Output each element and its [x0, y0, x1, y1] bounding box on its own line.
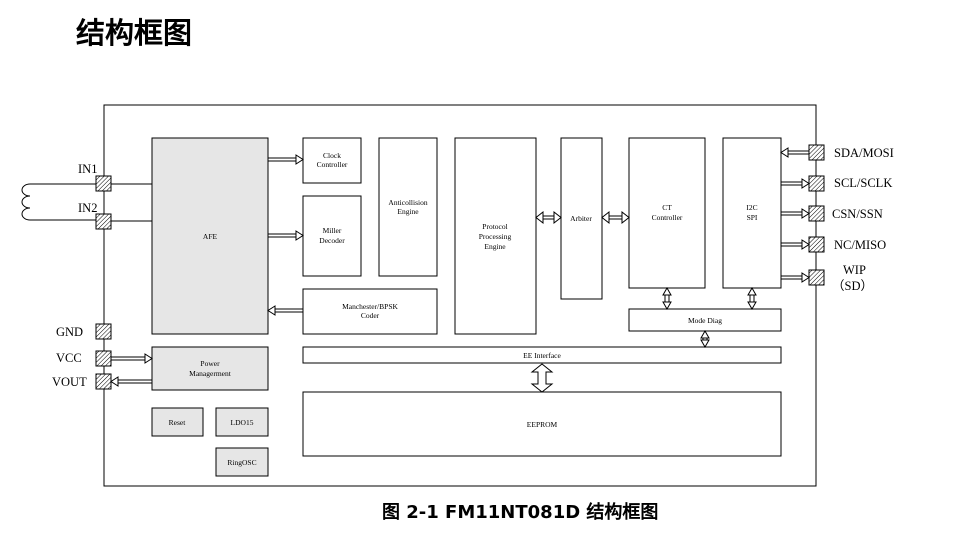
- pin-label-in1: IN1: [78, 162, 97, 176]
- pin-pad-wip: [808, 269, 825, 286]
- protocol-label-2: Processing: [479, 232, 512, 241]
- reset-block: [151, 407, 204, 437]
- pin-pad-nc: [808, 236, 825, 253]
- arrow-afe-to-miller: [268, 230, 304, 241]
- arrow-i2c-mode-diag: [747, 286, 757, 311]
- pin-pad-gnd: [95, 323, 112, 340]
- chip-outline: [103, 104, 817, 487]
- protocol-engine-block: [454, 137, 537, 335]
- afe-block: [151, 137, 269, 335]
- protocol-label-3: Engine: [484, 242, 506, 251]
- i2c-spi-block: [722, 137, 782, 289]
- miller-label-2: Decoder: [319, 236, 345, 245]
- miller-label-1: Miller: [323, 226, 342, 235]
- arrow-protocol-arbiter: [535, 210, 562, 225]
- arrow-scl-i2c: [781, 178, 810, 189]
- pin-pad-csn: [808, 205, 825, 222]
- anticollision-label-1: Anticollision: [388, 198, 427, 207]
- manchester-label-2: Coder: [361, 311, 380, 320]
- ee-interface-block: [302, 346, 782, 364]
- reset-label: Reset: [169, 418, 187, 427]
- pin-pad-sda: [808, 144, 825, 161]
- mode-diag-label: Mode Diag: [688, 316, 722, 325]
- manchester-coder-block: [302, 288, 438, 335]
- arrow-csn-i2c: [781, 208, 810, 219]
- clock-label-2: Controller: [317, 160, 348, 169]
- pin-label-scl: SCL/SCLK: [834, 176, 892, 190]
- i2c-label-1: I2C: [746, 203, 757, 212]
- arbiter-label: Arbiter: [570, 214, 592, 223]
- anticollision-engine-block: [378, 137, 438, 277]
- antenna-coil: [21, 183, 104, 221]
- pin-pad-in2: [95, 213, 112, 230]
- protocol-label-1: Protocol: [482, 222, 507, 231]
- pin-label-vout: VOUT: [52, 375, 87, 389]
- pin-pad-vcc: [95, 350, 112, 367]
- afe-label: AFE: [203, 232, 218, 241]
- ee-interface-label: EE Interface: [523, 351, 561, 360]
- ct-label-2: Controller: [652, 213, 683, 222]
- anticollision-label-2: Engine: [397, 207, 419, 216]
- ringosc-label: RingOSC: [227, 458, 256, 467]
- ldo15-label: LDO15: [231, 418, 254, 427]
- ldo15-block: [215, 407, 269, 437]
- pin-label-wip-sub: （SD）: [832, 279, 873, 293]
- pin-pad-in1: [95, 175, 112, 192]
- arrow-i2c-sda: [780, 147, 809, 158]
- power-management-block: [151, 346, 269, 391]
- arrow-power-vout: [110, 376, 152, 387]
- pin-label-vcc: VCC: [56, 351, 82, 365]
- power-label-2: Managerment: [189, 369, 232, 378]
- pin-label-gnd: GND: [56, 325, 83, 339]
- figure-caption: 图 2-1 FM11NT081D 结构框图: [382, 502, 659, 523]
- arrow-nc-i2c: [781, 239, 810, 250]
- pin-label-in2: IN2: [78, 201, 97, 215]
- pin-pad-scl: [808, 175, 825, 192]
- ringosc-block: [215, 447, 269, 477]
- ct-label-1: CT: [662, 203, 672, 212]
- arrow-arbiter-ct: [601, 210, 630, 225]
- pin-pad-vout: [95, 373, 112, 390]
- arrow-i2c-wip: [781, 272, 810, 283]
- arbiter-block: [560, 137, 603, 300]
- eeprom-label: EEPROM: [527, 420, 558, 429]
- arrow-manchester-to-afe: [267, 305, 303, 316]
- pin-label-wip: WIP: [843, 263, 866, 277]
- pin-label-sda: SDA/MOSI: [834, 146, 894, 160]
- clock-label-1: Clock: [323, 151, 341, 160]
- clock-controller-block: [302, 137, 362, 184]
- arrow-ct-mode-diag: [662, 286, 672, 311]
- power-label-1: Power: [200, 359, 220, 368]
- manchester-label-1: Manchester/BPSK: [342, 302, 398, 311]
- pin-label-csn: CSN/SSN: [832, 207, 883, 221]
- i2c-label-2: SPI: [747, 213, 758, 222]
- page-heading: 结构框图: [76, 16, 193, 50]
- pin-label-nc: NC/MISO: [834, 238, 886, 252]
- arrow-ee-eeprom: [530, 363, 554, 393]
- arrow-mode-diag-ee: [700, 329, 710, 349]
- arrow-afe-to-clock: [268, 154, 304, 165]
- arrow-vcc-power: [111, 353, 153, 364]
- ct-controller-block: [628, 137, 706, 289]
